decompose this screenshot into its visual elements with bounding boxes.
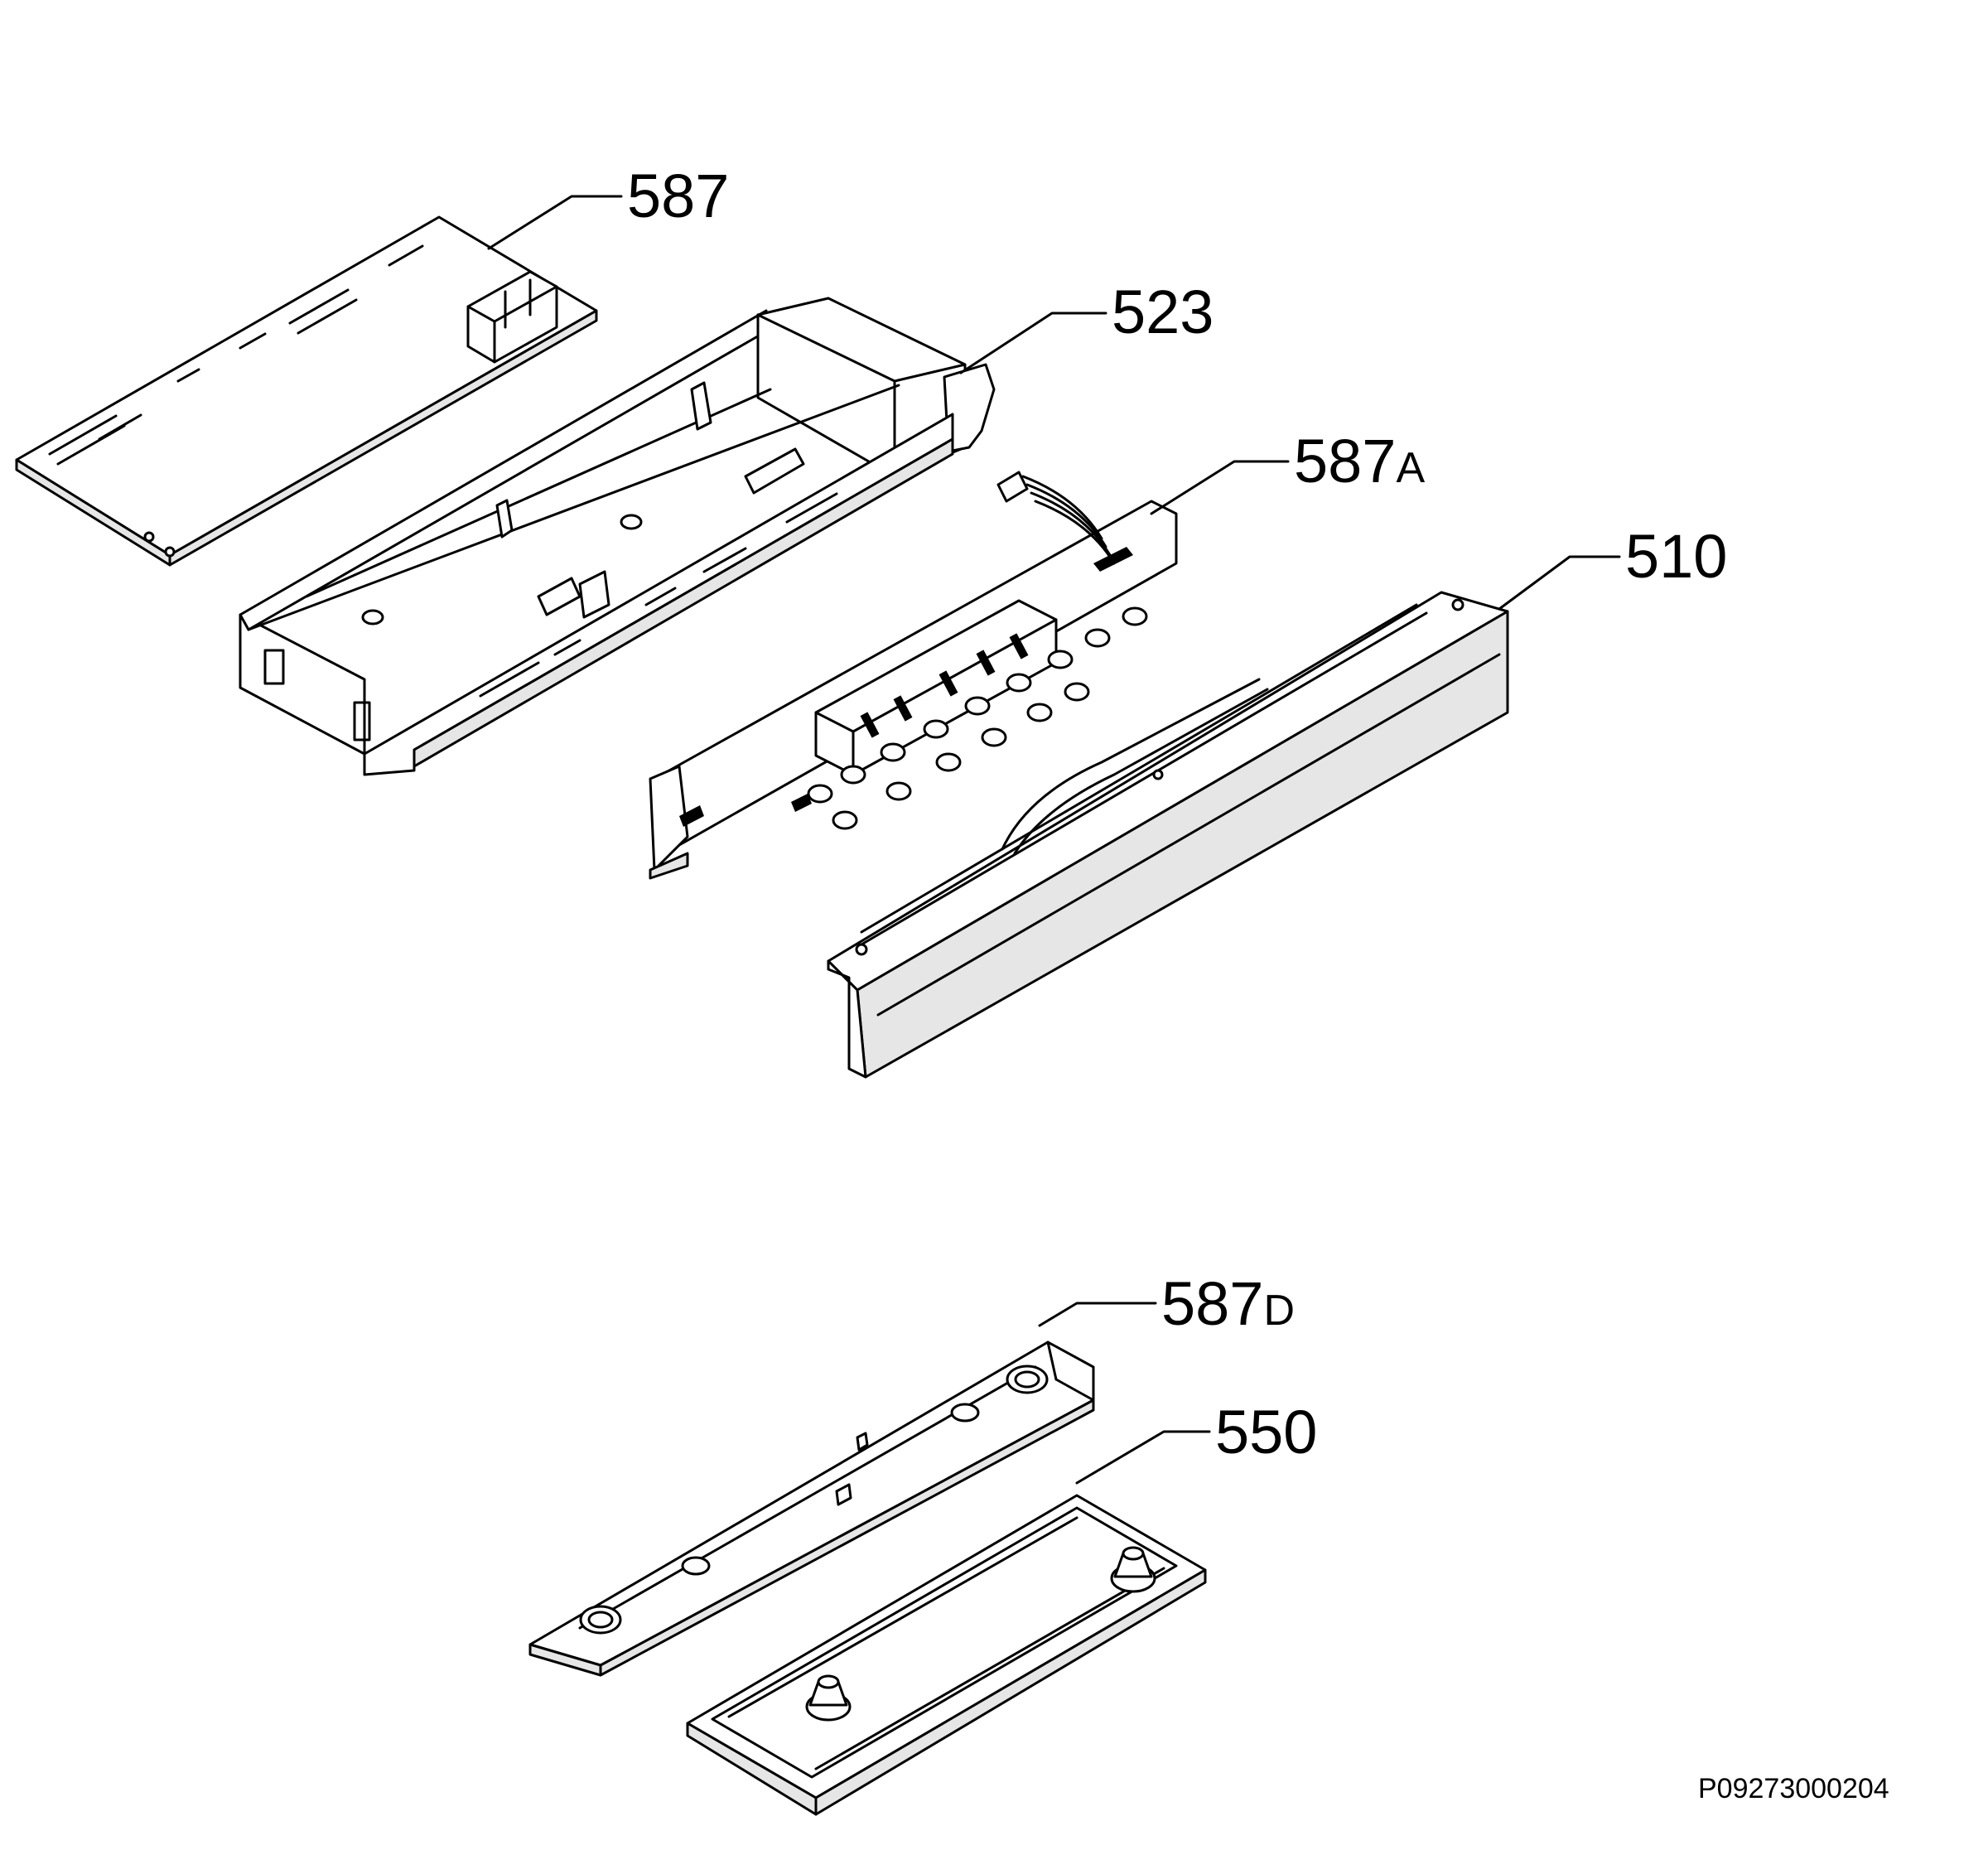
callout-587d: 587D bbox=[1161, 1269, 1296, 1338]
part-523-frame bbox=[239, 297, 996, 776]
part-550-bezel bbox=[686, 1494, 1207, 1816]
callout-587: 587 bbox=[627, 162, 730, 230]
leader-lines bbox=[487, 195, 1621, 1485]
callout-510: 510 bbox=[1625, 522, 1728, 591]
part-587-circuit-board bbox=[15, 215, 598, 567]
part-510-front-panel bbox=[827, 591, 1509, 1079]
part-587d-lens-strip bbox=[528, 1340, 1095, 1677]
part-587a-control-board bbox=[649, 471, 1178, 880]
callout-523: 523 bbox=[1112, 278, 1214, 346]
callout-587a: 587A bbox=[1294, 427, 1426, 495]
drawing-code: P09273000204 bbox=[1698, 1773, 1889, 1804]
callout-550: 550 bbox=[1215, 1398, 1318, 1466]
